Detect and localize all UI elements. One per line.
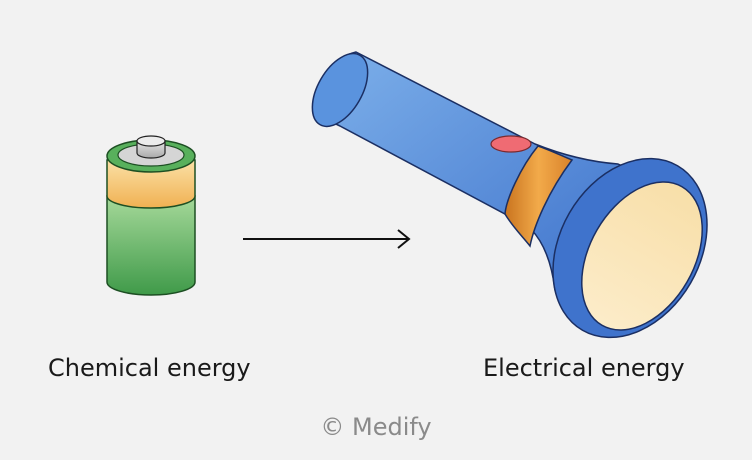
electrical-energy-label: Electrical energy: [483, 354, 685, 382]
arrow-right-icon: [243, 229, 411, 249]
copyright-credit: © Medify: [320, 413, 432, 441]
flashlight-button: [490, 135, 532, 153]
battery-icon: [106, 135, 196, 296]
flashlight-icon: [311, 51, 708, 339]
chemical-energy-label: Chemical energy: [48, 354, 251, 382]
